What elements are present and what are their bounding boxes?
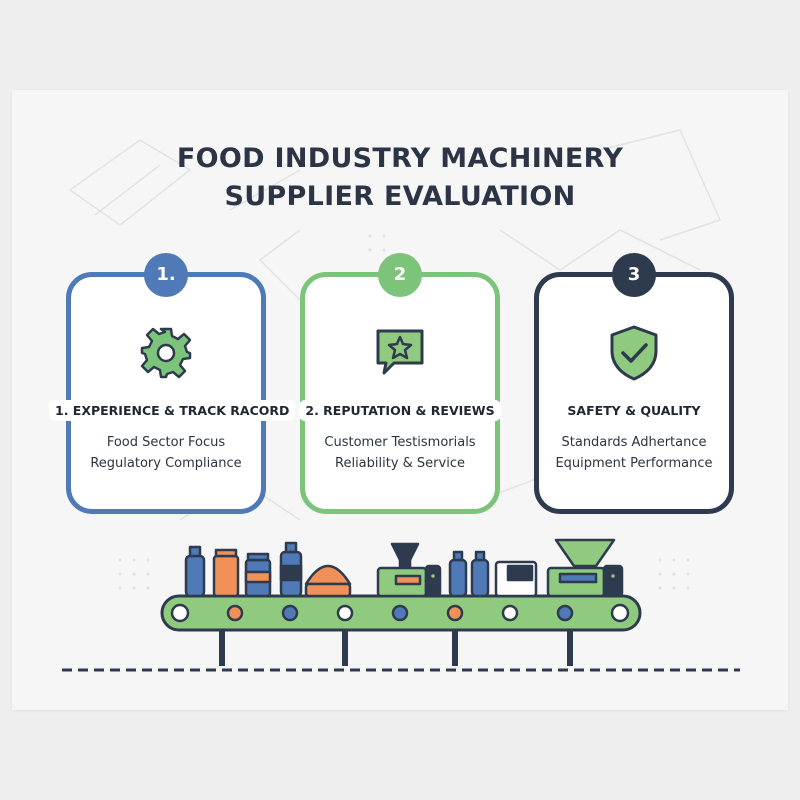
step-badge-3: 3 (612, 253, 656, 297)
card-experience: 1. EXPERIENCE & TRACK RACORD Food Sector… (49, 272, 296, 514)
card-safety: SAFETY & QUALITY Standards Adhertance Eq… (534, 272, 734, 514)
page-title: FOOD INDUSTRY MACHINERY SUPPLIER EVALUAT… (0, 140, 800, 216)
title-line-2: SUPPLIER EVALUATION (224, 181, 576, 212)
card-heading: SAFETY & QUALITY (517, 400, 751, 421)
card-line-2: Reliability & Service (335, 456, 465, 471)
card-line-2: Equipment Performance (555, 456, 713, 471)
card-line-1: Standards Adhertance (561, 435, 707, 450)
card-line-2: Regulatory Compliance (90, 456, 242, 471)
star-chat-icon (376, 329, 424, 375)
gear-icon (140, 327, 192, 379)
card-reputation: 2. REPUTATION & REVIEWS Customer Testism… (299, 272, 501, 514)
card-heading: 1. EXPERIENCE & TRACK RACORD (49, 400, 296, 421)
card-line-1: Food Sector Focus (106, 435, 226, 450)
step-badge-2: 2 (378, 253, 422, 297)
shield-check-icon (610, 325, 658, 381)
card-heading: 2. REPUTATION & REVIEWS (283, 400, 517, 421)
step-badge-1: 1. (144, 253, 188, 297)
card-line-1: Customer Testismorials (324, 435, 476, 450)
title-line-1: FOOD INDUSTRY MACHINERY (176, 143, 624, 174)
